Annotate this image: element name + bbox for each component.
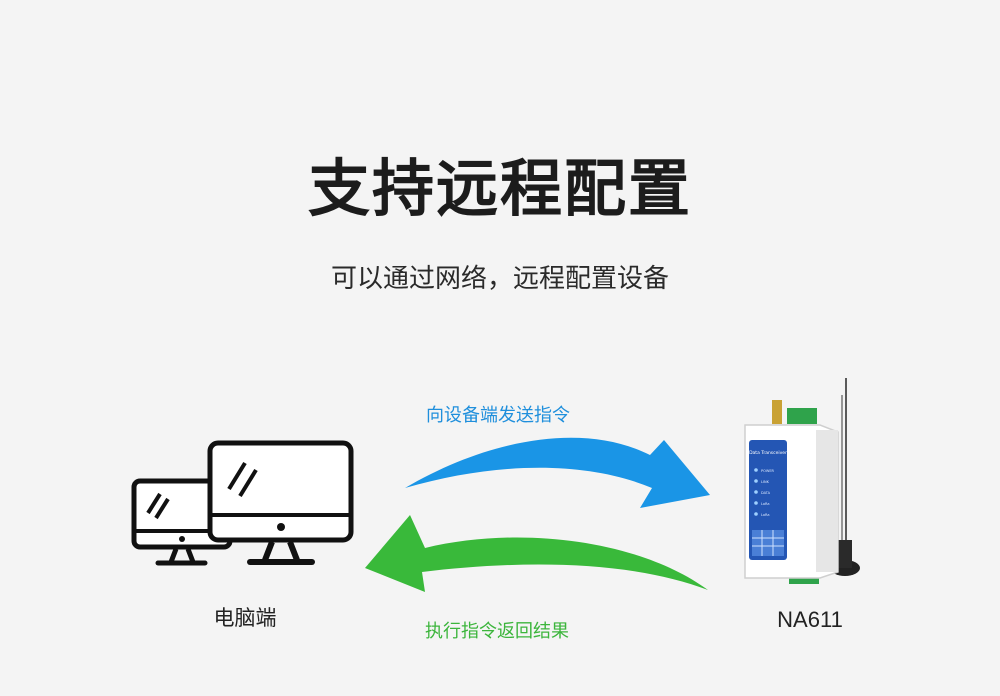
indicator-data: DATA <box>761 491 771 495</box>
device-panel-title: Data Transceiver <box>749 450 787 456</box>
page-subtitle: 可以通过网络，远程配置设备 <box>330 264 669 294</box>
device-label: NA611 <box>777 607 843 632</box>
dual-monitor-icon <box>131 440 354 566</box>
send-command-label: 向设备端发送指令 <box>426 405 570 426</box>
indicator-lora-1: LoRa <box>761 502 770 506</box>
na611-device-image: Data Transceiver POWER LINK DATA LoRa Lo… <box>744 378 860 584</box>
computer-label: 电脑端 <box>213 606 277 630</box>
indicator-link: LINK <box>761 480 770 484</box>
send-arrow-icon <box>405 437 710 508</box>
return-arrow-icon <box>365 515 708 592</box>
page-title: 支持远程配置 <box>307 152 692 225</box>
indicator-power: POWER <box>761 469 775 473</box>
return-result-label: 执行指令返回结果 <box>425 621 569 642</box>
indicator-lora-2: LoRa <box>761 513 770 517</box>
